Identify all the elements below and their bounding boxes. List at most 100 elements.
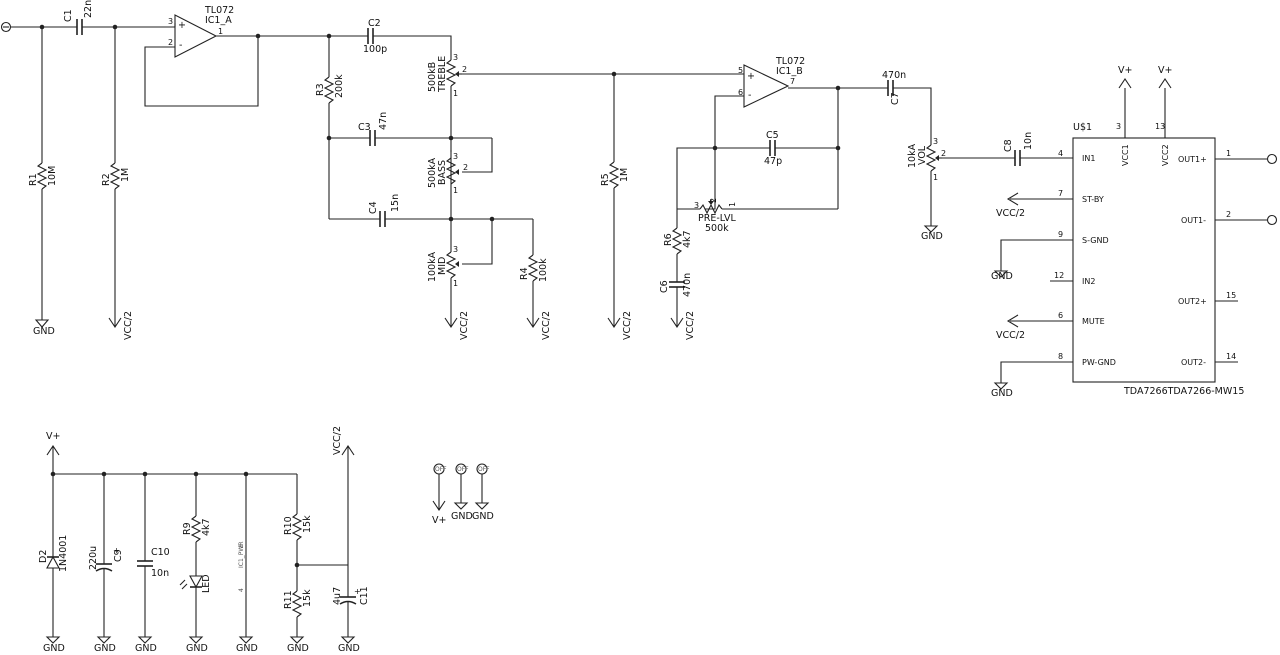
r9-value: 4k7 bbox=[201, 518, 212, 536]
ic1a-minus-sign: - bbox=[179, 40, 182, 51]
ic1a-plus-sign: + bbox=[178, 20, 186, 31]
c6-name: C6 bbox=[659, 280, 670, 293]
prelvl-name: PRE-LVL bbox=[698, 213, 737, 224]
u1-top-label-1: VCC2 bbox=[1161, 144, 1170, 166]
ic1a-pin-minus: 2 bbox=[168, 38, 173, 47]
input-jack[interactable] bbox=[0, 21, 12, 33]
vcc2-label-mute: VCC/2 bbox=[996, 330, 1025, 341]
r6-value: 4k7 bbox=[682, 230, 693, 248]
u1-left-label-1: ST-BY bbox=[1082, 195, 1104, 204]
treble-pin1: 1 bbox=[453, 89, 458, 98]
u1-right-label-1: OUT1- bbox=[1181, 216, 1206, 225]
gnd-label-c11: GND bbox=[338, 643, 360, 654]
u1-left-label-2: S-GND bbox=[1082, 236, 1109, 245]
bass-pin3: 3 bbox=[453, 152, 458, 161]
gnd-label-d2: GND bbox=[43, 643, 65, 654]
vcc2-label-c6: VCC/2 bbox=[685, 311, 696, 340]
ic1b-minus-sign: - bbox=[748, 90, 751, 101]
u1-right-label-3: OUT2- bbox=[1181, 358, 1206, 367]
out1-minus-terminal[interactable] bbox=[1266, 214, 1278, 226]
vcc2-label-r5: VCC/2 bbox=[622, 311, 633, 340]
r10-name: R10 bbox=[283, 516, 294, 535]
out1-plus-terminal[interactable] bbox=[1266, 153, 1278, 165]
u1-left-pin-4: 6 bbox=[1058, 311, 1063, 320]
ic1b-plus-sign: + bbox=[747, 71, 755, 82]
mid-pin1: 1 bbox=[453, 279, 458, 288]
ic1a-opamp bbox=[174, 14, 218, 58]
r6-name: R6 bbox=[663, 233, 674, 246]
r4-name: R4 bbox=[519, 267, 530, 280]
mid-name: MID bbox=[437, 257, 448, 275]
gnd-label-r11: GND bbox=[287, 643, 309, 654]
vol-pin2: 2 bbox=[941, 149, 946, 158]
ic1b-pin-minus: 6 bbox=[738, 88, 743, 97]
r11-value: 15k bbox=[302, 589, 313, 607]
u1-left-pin-3: 12 bbox=[1054, 271, 1064, 280]
c9-value: 220u bbox=[88, 546, 99, 570]
power-flag-1-text: OFF bbox=[435, 466, 447, 473]
c10-value: 10n bbox=[151, 568, 169, 579]
r2-name: R2 bbox=[101, 173, 112, 186]
mid-pin3: 3 bbox=[453, 245, 458, 254]
power-flag-3-text: OFF bbox=[478, 466, 490, 473]
c3-value: 47n bbox=[378, 112, 389, 130]
vcc2-label-r4: VCC/2 bbox=[541, 311, 552, 340]
gnd-label-sgnd: GND bbox=[991, 271, 1013, 282]
prelvl-pin2: 2 bbox=[709, 198, 718, 203]
r1-value: 10M bbox=[47, 166, 58, 186]
c1-value: 22n bbox=[83, 0, 94, 18]
r1-name: R1 bbox=[28, 173, 39, 186]
u1-top-label-0: VCC1 bbox=[1121, 144, 1130, 166]
c11-polarity: + bbox=[354, 587, 361, 596]
u1-vplus-1: V+ bbox=[1118, 65, 1132, 76]
vcc2-label-mid: VCC/2 bbox=[459, 311, 470, 340]
prelvl-pin1: 1 bbox=[728, 202, 737, 207]
led-name: LED bbox=[201, 574, 212, 593]
bass-name: BASS bbox=[437, 160, 448, 185]
c4-name: C4 bbox=[368, 201, 379, 214]
bass-pin1: 1 bbox=[453, 186, 458, 195]
gnd-label-flag2: GND bbox=[451, 511, 473, 522]
d2-name: D2 bbox=[38, 550, 49, 563]
prelvl-value: 500k bbox=[705, 223, 729, 234]
jumper-label-b: 8 bbox=[238, 544, 245, 548]
treble-name: TREBLE bbox=[437, 56, 448, 93]
r11-name: R11 bbox=[283, 590, 294, 609]
c2-name: C2 bbox=[368, 18, 381, 29]
u1-left-label-3: IN2 bbox=[1082, 277, 1095, 286]
jumper-label-c: IC1_PWR bbox=[238, 542, 245, 569]
u1-left-pin-0: 4 bbox=[1058, 149, 1063, 158]
ic1b-opamp bbox=[743, 64, 790, 108]
r5-value: 1M bbox=[619, 168, 630, 182]
bass-pin2: 2 bbox=[463, 163, 468, 172]
power-supply: V+ D2 1N4001 GND + 220u C9 GND C10 10n bbox=[38, 426, 370, 654]
ic1b-name: IC1_B bbox=[776, 66, 803, 77]
u1-left-label-4: MUTE bbox=[1082, 317, 1105, 326]
c10-name: C10 bbox=[151, 547, 170, 558]
ic1a-name: IC1_A bbox=[205, 15, 232, 26]
r2-value: 1M bbox=[120, 168, 131, 182]
bass-value: 500kA bbox=[427, 157, 438, 188]
jumper-label-a: 4 bbox=[238, 588, 245, 592]
r5-name: R5 bbox=[600, 173, 611, 186]
c3-name: C3 bbox=[358, 122, 371, 133]
vcc2-label-psu: VCC/2 bbox=[332, 426, 343, 455]
u1-left-pin-5: 8 bbox=[1058, 352, 1063, 361]
power-flag-2-text: OFF bbox=[457, 466, 469, 473]
treble-value: 500kB bbox=[427, 62, 438, 92]
u1-part: TDA7266TDA7266-MW15 bbox=[1123, 386, 1244, 397]
vol-value: 10kA bbox=[907, 143, 918, 168]
u1-right-label-0: OUT1+ bbox=[1178, 155, 1207, 164]
u1-right-pin-3: 14 bbox=[1226, 352, 1236, 361]
ic1a-type: TL072 bbox=[204, 5, 234, 16]
tone-stack: C2 100p R3 200k 3 1 2 500kB TREBLE C3 47… bbox=[315, 18, 744, 340]
u1-right-pin-1: 2 bbox=[1226, 210, 1231, 219]
vplus-label-psu: V+ bbox=[46, 431, 60, 442]
u1-left-label-5: PW-GND bbox=[1082, 358, 1116, 367]
c6-value: 470n bbox=[682, 273, 693, 297]
amplifier-ic: U$1 TDA7266TDA7266-MW15 V+ 3 VCC1 V+ 13 … bbox=[991, 65, 1278, 399]
c8-value: 10n bbox=[1023, 132, 1034, 150]
c5-name: C5 bbox=[766, 130, 779, 141]
ic1b-pin-plus: 5 bbox=[738, 66, 743, 75]
